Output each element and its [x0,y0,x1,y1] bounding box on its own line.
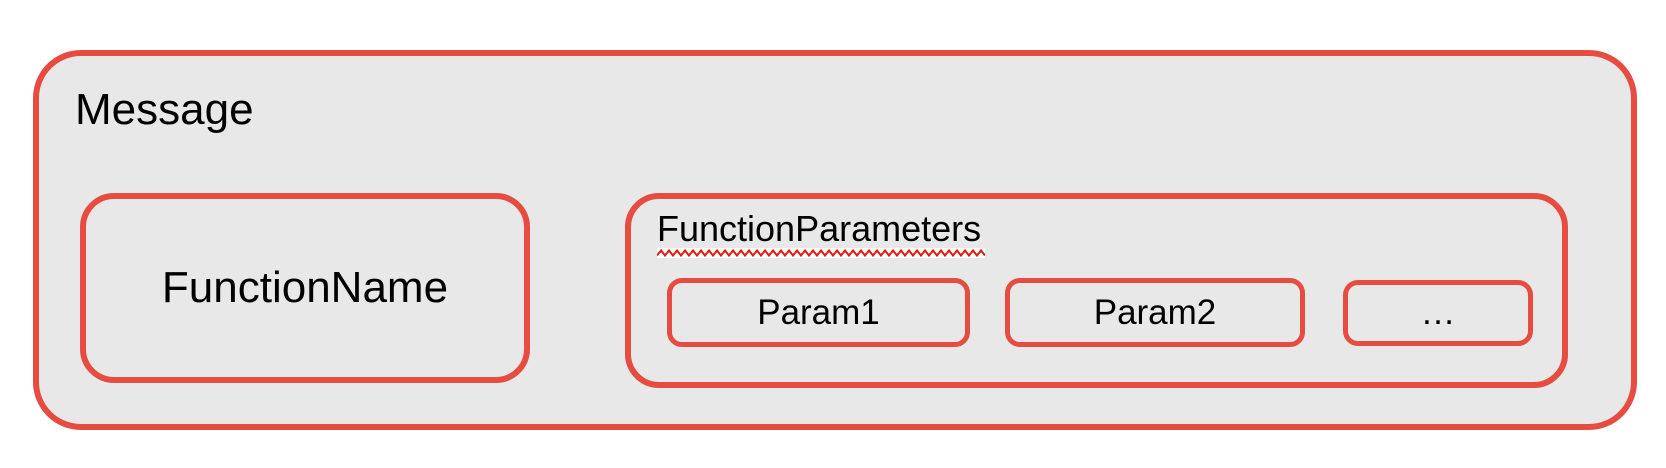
message-box: Message FunctionName FunctionParameters … [33,50,1637,430]
param2-label: Param2 [1093,292,1217,332]
function-parameters-label: FunctionParameters [657,208,982,249]
param1-label: Param1 [757,292,880,332]
underline-backing [657,248,985,258]
param1-box: Param1 [667,278,970,347]
param-ellipsis-label: … [1420,293,1456,332]
spellcheck-underline-icon [657,248,985,258]
param2-box: Param2 [1005,278,1305,347]
function-parameters-box: FunctionParameters Param1 Param2 … [625,193,1568,388]
zigzag-path [657,248,985,258]
param-ellipsis-box: … [1343,280,1533,346]
function-name-box: FunctionName [80,193,530,383]
message-label: Message [75,85,254,134]
function-name-label: FunctionName [161,263,449,312]
